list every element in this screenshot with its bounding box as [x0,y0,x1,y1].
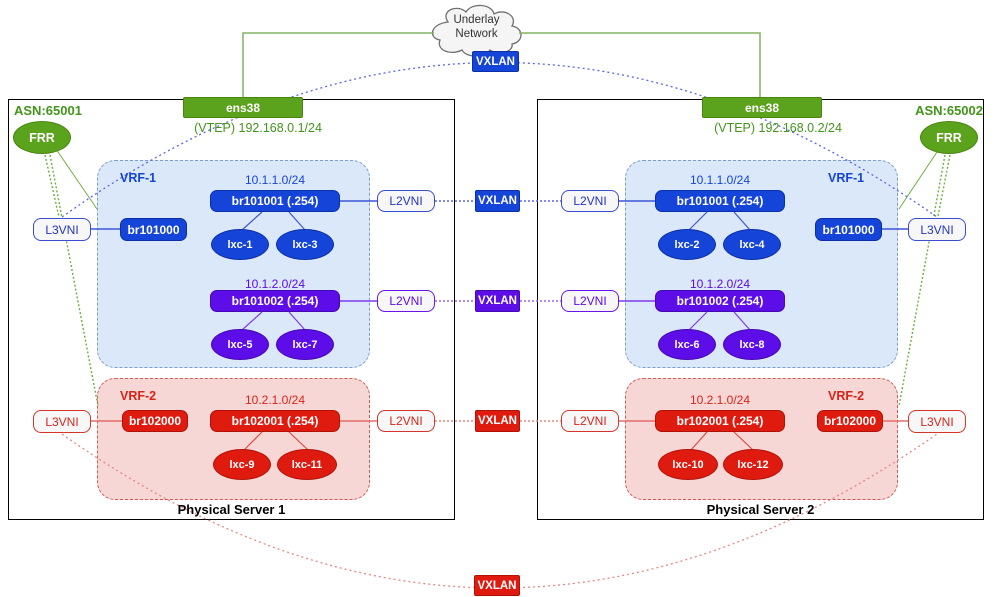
server2-net2-subnet: 10.1.2.0/24 [689,277,751,291]
server1-l2vni-row3: L2VNI [377,410,435,432]
server1-l2vni-row2: L2VNI [377,290,435,312]
frr2-vrf2-link [898,154,946,407]
server2-title: Physical Server 2 [706,502,815,517]
underlay-link-left [242,32,434,97]
server2-lxc-2: lxc-2 [658,229,716,260]
server1-title: Physical Server 1 [177,502,286,517]
server2-br102000: br102000 [817,410,883,432]
server2-l2vni-row2: L2VNI [561,290,619,312]
server1-frr-node: FRR [13,121,71,154]
server1-lxc-11: lxc-11 [277,449,337,480]
br101002-lxc-links-s1 [241,311,306,331]
server1-net3-subnet: 10.2.1.0/24 [244,393,306,407]
server2-net1-subnet: 10.1.1.0/24 [689,173,751,187]
server2-frr-node: FRR [920,121,978,154]
server2-l3vni-blue: L3VNI [908,218,966,241]
server1-vrf2-label: VRF-2 [120,389,157,403]
br101001-lxc-links-s1 [241,211,306,231]
vxlan-badge-row3: VXLAN [475,410,520,432]
server2-asn-label: ASN:65002 [915,103,983,118]
server1-l3vni-red: L3VNI [33,410,91,433]
server1-nic-ens38: ens38 [183,97,303,118]
frr1-l3vni-link [44,154,60,218]
frr2-vrf1-link [898,148,940,210]
server2-net3-bridge: br102001 (.254) [655,410,785,432]
server1-lxc-1: lxc-1 [211,229,269,260]
server2-vrf1-label: VRF-1 [828,171,865,185]
cloud-label-line1: Underlay [453,14,500,26]
vxlan-badge-row1: VXLAN [475,190,520,212]
server2-vrf2-area [625,378,898,500]
server1-net1-subnet: 10.1.1.0/24 [244,173,306,187]
br102001-lxc-links-s2 [690,431,754,451]
frr1-vrf1-link [55,148,98,210]
server1-l3vni-blue: L3VNI [33,218,91,241]
underlay-link-right [519,32,761,97]
underlay-cloud-shape [431,4,522,57]
cloud-label-line2: Network [455,28,498,40]
server1-l2vni-row1: L2VNI [377,190,435,212]
server1-net1-bridge: br101001 (.254) [210,190,340,212]
server1-lxc-9: lxc-9 [213,449,271,480]
server1-vrf1-label: VRF-1 [120,171,157,185]
server1-lxc-7: lxc-7 [276,329,334,360]
server2-vtep-label: (VTEP) 192.168.0.2/24 [714,121,842,135]
server2-lxc-4: lxc-4 [723,229,781,260]
server2-lxc-6: lxc-6 [658,329,716,360]
server2-lxc-12: lxc-12 [723,449,783,480]
server1-lxc-3: lxc-3 [276,229,334,260]
server2-nic-ens38: ens38 [702,97,822,118]
server2-net2-bridge: br101002 (.254) [655,290,785,312]
server2-l2vni-row3: L2VNI [561,410,619,432]
server2-lxc-8: lxc-8 [723,329,781,360]
vxlan-badge-row2: VXLAN [475,290,520,312]
server1-net2-subnet: 10.1.2.0/24 [244,277,306,291]
br101002-lxc-links-s2 [688,311,751,331]
underlay-cloud-label: Underlay Network [429,13,524,41]
server1-br101000: br101000 [120,218,187,241]
frr1-vrf2-link [49,154,99,407]
br102001-lxc-links-s1 [243,431,309,451]
server2-net1-bridge: br101001 (.254) [655,190,785,212]
server2-br101000: br101000 [815,218,882,241]
vxlan-badge-top: VXLAN [472,51,519,72]
br101001-lxc-links-s2 [688,211,751,231]
server1-vtep-label: (VTEP) 192.168.0.1/24 [194,121,322,135]
server2-l2vni-row1: L2VNI [561,190,619,212]
server2-lxc-10: lxc-10 [658,449,718,480]
server1-br102000: br102000 [122,410,188,432]
server1-net2-bridge: br101002 (.254) [210,290,340,312]
server2-l3vni-red: L3VNI [908,410,966,433]
server1-net3-bridge: br102001 (.254) [210,410,340,432]
server1-vrf2-area [97,378,370,500]
vxlan-badge-bottom: VXLAN [474,575,520,596]
server2-vrf2-label: VRF-2 [828,389,865,403]
server1-lxc-5: lxc-5 [211,329,269,360]
server1-asn-label: ASN:65001 [14,103,82,118]
server2-net3-subnet: 10.2.1.0/24 [689,393,751,407]
